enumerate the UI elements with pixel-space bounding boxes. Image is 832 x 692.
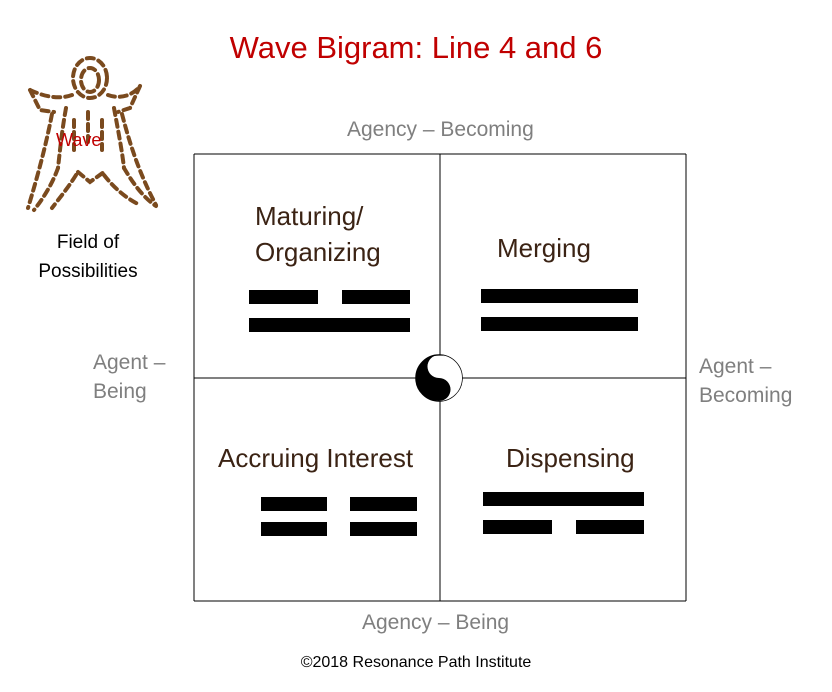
wave-figure-icon: [26, 56, 158, 212]
bigram-bottom-left-line-2-left: [261, 522, 327, 536]
field-of-possibilities-caption: Field of Possibilities: [22, 228, 154, 286]
bigram-top-left-line-2: [249, 318, 410, 332]
bigram-top-left-line-1-right: [342, 290, 410, 304]
caption-text: Field of Possibilities: [38, 232, 138, 282]
quadrant-label-accruing-interest: Accruing Interest: [218, 443, 414, 473]
axis-top-label: Agency – Becoming: [347, 118, 534, 141]
bigram-top-left-line-1-left: [249, 290, 318, 304]
bigram-bottom-left-line-1-left: [261, 497, 327, 511]
quadrant-label-maturing-organizing: Maturing/ Organizing: [255, 201, 381, 267]
yin-yang-icon: [415, 354, 463, 402]
quadrant-label-merging: Merging: [497, 233, 591, 263]
bigram-bottom-right-line-1: [483, 492, 644, 506]
page-title: Wave Bigram: Line 4 and 6: [229, 30, 603, 65]
bigram-bottom-left-line-1-right: [350, 497, 417, 511]
axis-left-label: Agent – Being: [93, 351, 166, 403]
bigram-top-right-line-1: [481, 289, 638, 303]
copyright-notice: ©2018 Resonance Path Institute: [300, 654, 532, 671]
wave-figure: Wave: [18, 50, 168, 220]
quadrant-label-dispensing: Dispensing: [506, 443, 635, 473]
bigram-bottom-right-line-2-left: [483, 520, 552, 534]
bigram-top-right-line-2: [481, 317, 638, 331]
axis-right-label: Agent – Becoming: [699, 355, 793, 407]
wave-label: Wave: [56, 130, 102, 150]
axis-bottom-label: Agency – Being: [362, 611, 510, 634]
bigram-bottom-left-line-2-right: [350, 522, 417, 536]
bigram-bottom-right-line-2-right: [576, 520, 644, 534]
